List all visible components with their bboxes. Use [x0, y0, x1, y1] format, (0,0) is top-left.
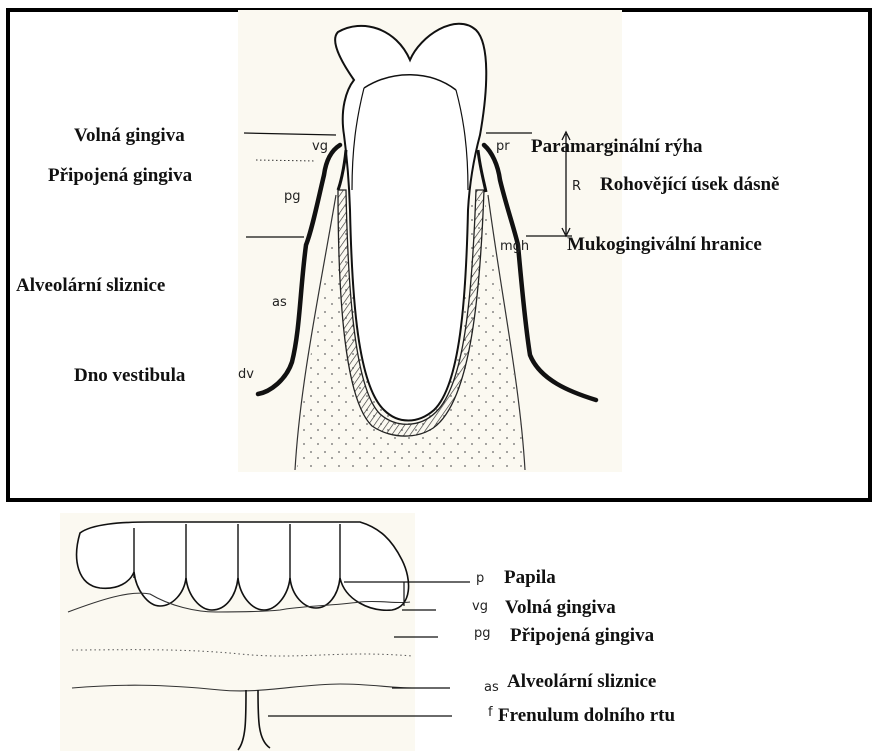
label-volna-gingiva: Volná gingiva [74, 126, 185, 145]
label-alveolarni-sliznice-bottom: Alveolární sliznice [507, 672, 656, 691]
label-rohovejici-usek: Rohovějící úsek dásně [600, 175, 779, 194]
label-mukogingivalni-hranice: Mukogingivální hranice [567, 235, 762, 254]
abbr-R: R [572, 180, 581, 193]
abbr-pg: pg [284, 190, 301, 203]
abbr-pg-bottom: pg [474, 627, 491, 640]
label-pripojena-gingiva: Připojená gingiva [48, 166, 192, 185]
abbr-as: as [272, 296, 287, 309]
label-paramarginalni-ryha: Paramarginální rýha [531, 137, 703, 156]
abbr-vg: vg [312, 140, 328, 153]
abbr-mgh: mgh [500, 240, 529, 253]
abbr-dv: dv [238, 368, 254, 381]
label-dno-vestibula: Dno vestibula [74, 366, 185, 385]
abbr-pr: pr [496, 140, 510, 153]
label-volna-gingiva-bottom: Volná gingiva [505, 598, 616, 617]
label-pripojena-gingiva-bottom: Připojená gingiva [510, 626, 654, 645]
abbr-f: f [488, 706, 493, 719]
abbr-vg-bottom: vg [472, 600, 488, 613]
abbr-as-bottom: as [484, 681, 499, 694]
abbr-p: p [476, 572, 484, 585]
label-frenulum: Frenulum dolního rtu [498, 706, 675, 725]
label-papila: Papila [504, 568, 556, 587]
label-alveolarni-sliznice: Alveolární sliznice [16, 276, 165, 295]
